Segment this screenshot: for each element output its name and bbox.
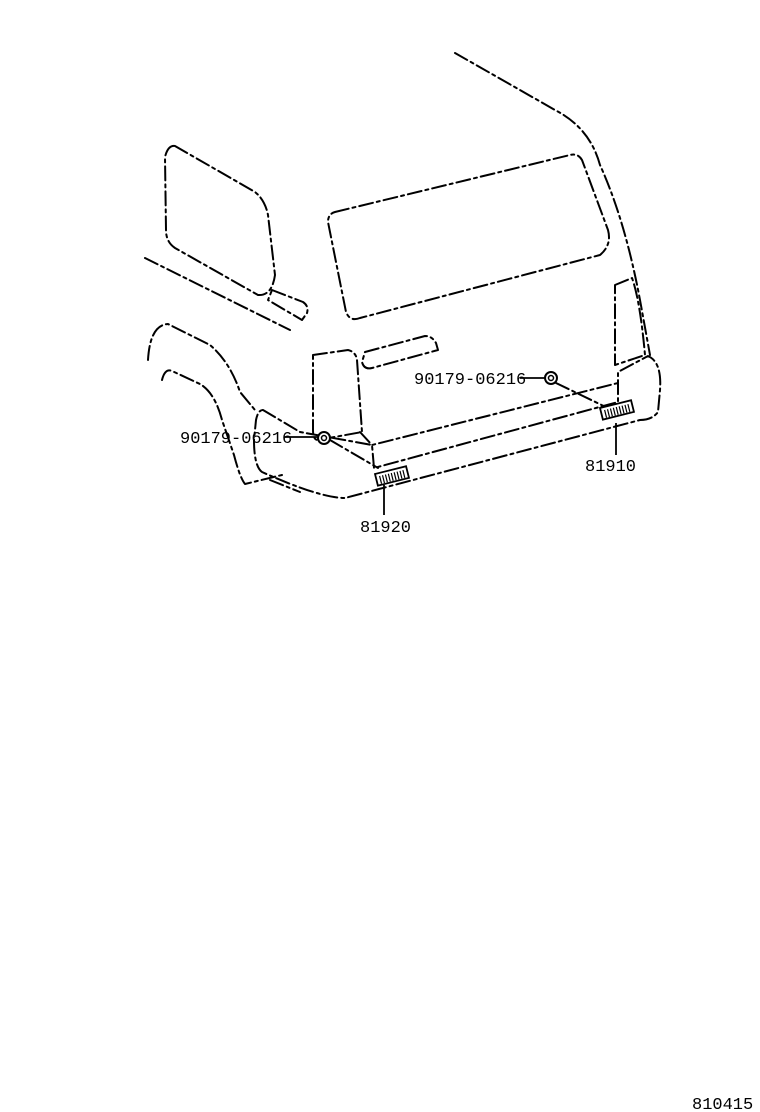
body-side-line xyxy=(144,257,291,331)
left-wheel-arch-inner xyxy=(161,369,283,485)
license-lamp xyxy=(361,335,439,370)
leader-right-clip-to-reflector xyxy=(555,382,613,411)
clip-left-icon xyxy=(317,431,331,445)
clip-right-icon xyxy=(544,371,558,385)
label-clip-left: 90179-06216 xyxy=(180,430,292,449)
left-wheel-arch-outer xyxy=(147,323,256,411)
reflector-right-icon xyxy=(598,399,636,421)
reflector-left-icon xyxy=(373,465,411,487)
side-window xyxy=(164,144,276,297)
label-clip-right: 90179-06216 xyxy=(414,371,526,390)
label-reflector-right: 81910 xyxy=(585,458,636,477)
label-reflector-left: 81920 xyxy=(360,519,411,538)
clip-icon xyxy=(317,371,558,445)
leader-lines xyxy=(284,377,617,515)
clip-left-inner-icon xyxy=(320,434,328,442)
illustration-code: 810415 xyxy=(692,1096,753,1112)
rear-bumper xyxy=(253,355,662,499)
clip-right-inner-icon xyxy=(547,374,555,382)
side-trim xyxy=(267,289,309,321)
rear-fender-edge xyxy=(269,479,301,493)
roof-line xyxy=(454,52,651,356)
rear-quarter-panel xyxy=(614,277,646,366)
rear-window xyxy=(327,153,610,321)
reflector-icon xyxy=(373,399,636,487)
leader-left-clip-to-reflector xyxy=(329,439,379,469)
tailgate-lower-edge xyxy=(359,382,619,446)
vehicle-outline xyxy=(144,52,662,499)
left-tail-lamp xyxy=(312,349,363,441)
